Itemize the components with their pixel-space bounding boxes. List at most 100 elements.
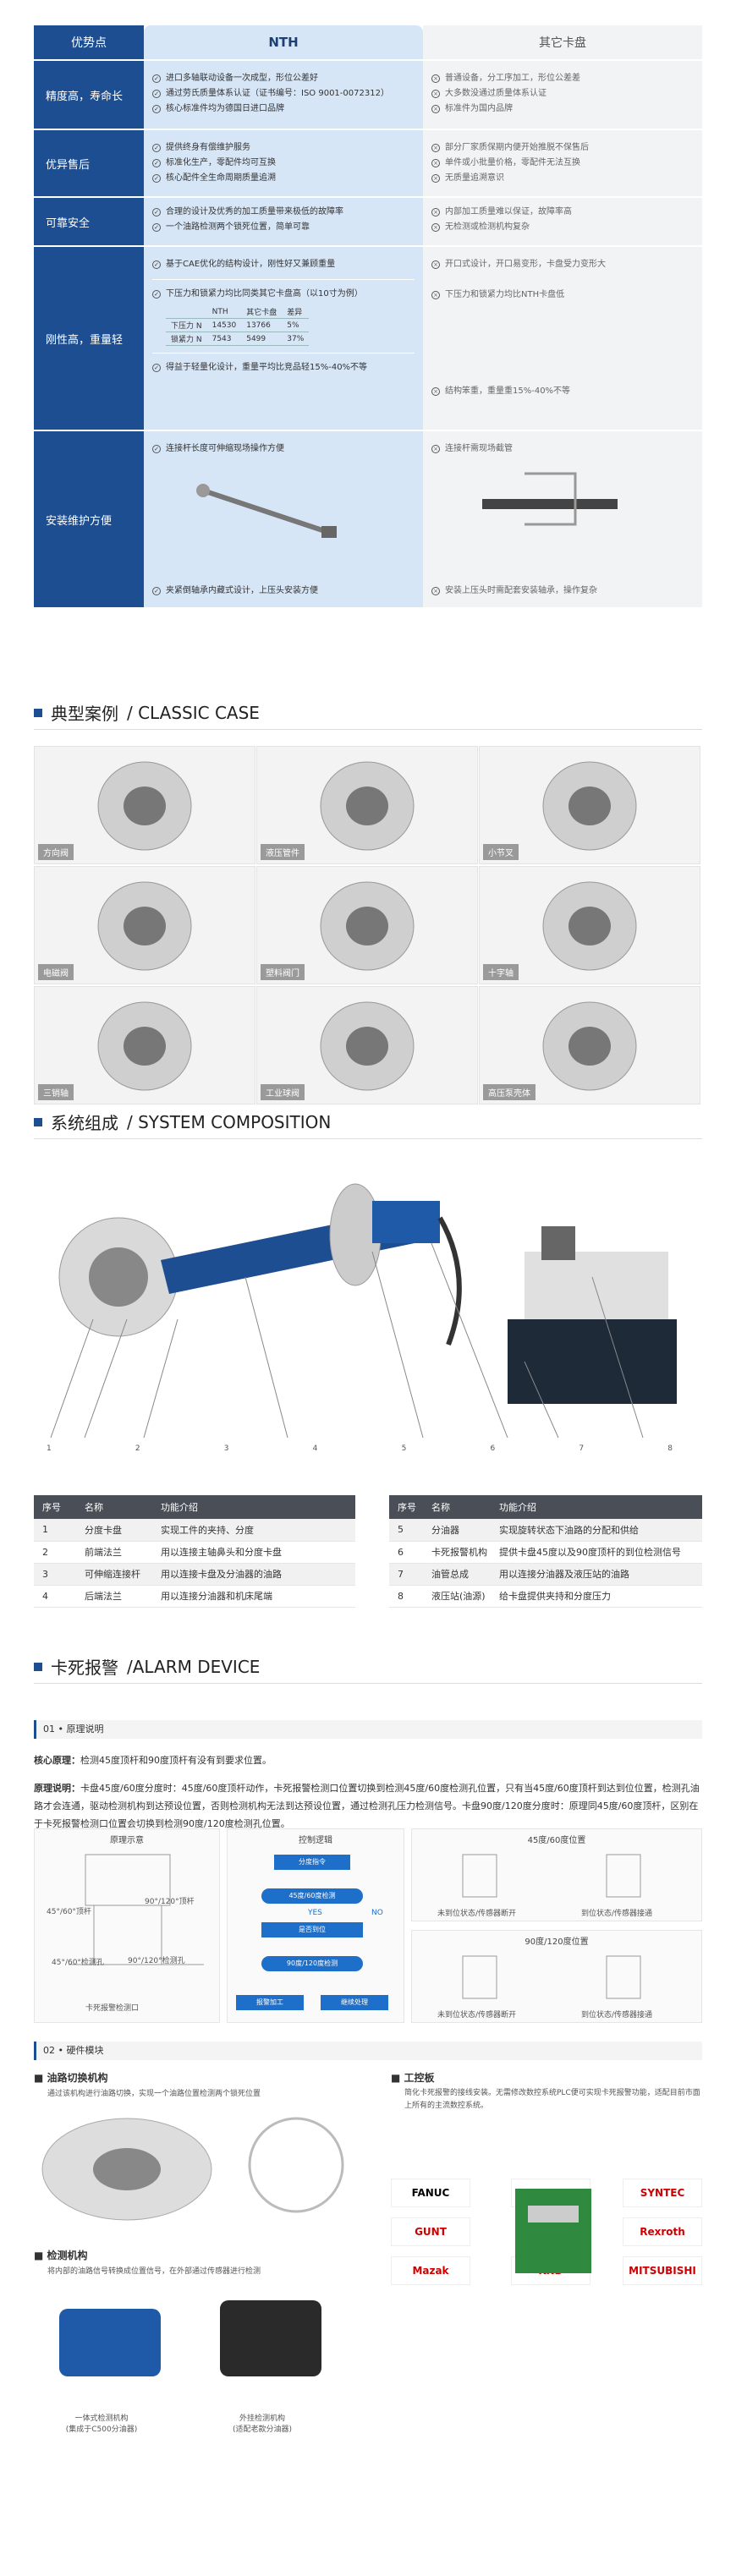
nth-point: 提供终身有偿维护服务 <box>166 143 250 152</box>
detect-images <box>59 2300 321 2376</box>
check-icon: ✓ <box>152 74 161 83</box>
control-logic-panel: 控制逻辑 分度指令 45度/60度检测 是否到位 90度/120度检测 报警加工… <box>227 1828 404 2023</box>
title-marker <box>34 1117 42 1126</box>
title-cn: 系统组成 <box>51 1113 118 1133</box>
nth-point: 基于CAE优化的结构设计，刚性好又兼顾重量 <box>166 260 336 269</box>
check-icon: ✓ <box>152 159 161 167</box>
title-marker <box>34 708 42 717</box>
cross-icon: × <box>431 144 440 152</box>
principle-subheading: 01 • 原理说明 <box>34 1720 702 1739</box>
cross-icon: × <box>431 587 440 595</box>
row-label: 优异售后 <box>34 130 144 196</box>
flow-step: 报警加工 <box>236 1995 304 2010</box>
case-item: 塑料阀门 <box>256 866 478 984</box>
other-point: 开口式设计，开口易变形，卡盘受力变形大 <box>445 260 606 269</box>
nth-point: 夹紧倒轴承内藏式设计，上压头安装方便 <box>166 586 318 595</box>
header-other: 其它卡盘 <box>423 25 702 59</box>
flow-step: 是否到位 <box>261 1922 363 1937</box>
cross-icon: × <box>431 387 440 396</box>
other-point: 内部加工质量难以保证，故障率高 <box>445 207 572 216</box>
title-en: /ALARM DEVICE <box>127 1656 261 1677</box>
title-cn: 卡死报警 <box>51 1658 118 1678</box>
chuck-image <box>320 1001 415 1091</box>
comparison-row: 可靠安全 ✓合理的设计及优秀的加工质量带来极低的故障率 ✓一个油路检测两个锁死位… <box>34 196 702 245</box>
flow-step: 90度/120度检测 <box>261 1956 363 1971</box>
other-point: 连接杆需现场截管 <box>445 444 513 453</box>
check-icon: ✓ <box>152 90 161 98</box>
check-icon: ✓ <box>152 587 161 595</box>
case-label: 方向阀 <box>38 844 74 860</box>
other-point: 无检测或检测机构复杂 <box>445 222 530 232</box>
cross-icon: × <box>431 105 440 113</box>
row-label: 精度高，寿命长 <box>34 61 144 129</box>
nth-point: 一个油路检测两个锁死位置，简单可靠 <box>166 222 310 232</box>
case-item: 小节叉 <box>479 746 700 864</box>
title-cn: 典型案例 <box>51 704 118 724</box>
row-label: 可靠安全 <box>34 198 144 245</box>
nth-point: 得益于轻量化设计，重量平均比竞品轻15%-40%不等 <box>166 363 368 372</box>
cross-icon: × <box>431 74 440 83</box>
check-icon: ✓ <box>152 105 161 113</box>
brand-logo: GUNT <box>391 2217 470 2246</box>
check-icon: ✓ <box>152 290 161 299</box>
other-point: 部分厂家质保期内便开始推脱不保售后 <box>445 143 589 152</box>
comparison-table: 优势点 NTH 其它卡盘 精度高，寿命长 ✓进口多轴联动设备一次成型，形位公差好… <box>34 25 702 607</box>
other-point: 普通设备，分工序加工，形位公差差 <box>445 74 580 83</box>
header-nth: NTH <box>144 25 423 59</box>
title-marker <box>34 1662 42 1671</box>
cross-icon: × <box>431 174 440 183</box>
oil-switch-title: ■ 油路切换机构 <box>34 2072 108 2084</box>
sensor-sketch-90 <box>462 1955 641 1999</box>
cross-icon: × <box>431 291 440 299</box>
angle-90-panel: 90度/120度位置 未到位状态/传感器断开 到位状态/传感器接通 <box>411 1930 702 2023</box>
chuck-image <box>97 761 192 851</box>
nth-point: 下压力和锁紧力均比同类其它卡盘高（以10寸为例） <box>166 289 363 299</box>
case-item: 三销轴 <box>34 986 255 1104</box>
case-label: 小节叉 <box>483 844 519 860</box>
oil-switch-text: 通过该机构进行油路切换，实现一个油路位置检测两个锁死位置 <box>47 2090 261 2098</box>
core-principle: 核心原理：检测45度顶杆和90度顶杆有没有到要求位置。 <box>34 1755 272 1766</box>
principle-sketch <box>69 1854 204 1965</box>
flow-step: 继续处理 <box>321 1995 388 2010</box>
other-point: 无质量追溯意识 <box>445 173 504 183</box>
case-item: 液压管件 <box>256 746 478 864</box>
other-point: 单件或小批量价格，零配件无法互换 <box>445 158 580 167</box>
alarm-device-title: 卡死报警 /ALARM DEVICE <box>34 1654 260 1679</box>
system-composition-title: 系统组成 / SYSTEM COMPOSITION <box>34 1110 331 1134</box>
nth-point: 进口多轴联动设备一次成型，形位公差好 <box>166 74 318 83</box>
nth-point: 通过劳氏质量体系认证（证书编号：ISO 9001-0072312） <box>166 89 389 98</box>
cross-icon: × <box>431 90 440 98</box>
case-label: 三销轴 <box>38 1084 74 1100</box>
case-item: 十字轴 <box>479 866 700 984</box>
hardware-subheading: 02 • 硬件模块 <box>34 2042 702 2060</box>
chuck-image <box>320 761 415 851</box>
case-label: 工业球阀 <box>261 1084 305 1100</box>
principle-description: 原理说明：卡盘45度/60度分度时：45度/60度顶杆动作，卡死报警检测口位置切… <box>34 1783 700 1829</box>
brand-logo: FANUC <box>391 2179 470 2207</box>
detect-title: ■ 检测机构 <box>34 2250 88 2261</box>
pipe-cutting-illustration <box>482 472 618 526</box>
check-icon: ✓ <box>152 223 161 232</box>
connecting-rod-illustration <box>196 484 337 538</box>
nth-point: 核心标准件均为德国日进口品牌 <box>166 104 284 113</box>
case-item: 工业球阀 <box>256 986 478 1104</box>
nth-point: 核心配件全生命周期质量追溯 <box>166 173 276 183</box>
sensor-sketch-45 <box>462 1854 641 1898</box>
detect-label: 一体式检测机构 (集成于C500分油器) <box>65 2414 138 2434</box>
flow-step: 45度/60度检测 <box>261 1888 363 1904</box>
angle-45-panel: 45度/60度位置 未到位状态/传感器断开 到位状态/传感器接通 <box>411 1828 702 1921</box>
check-icon: ✓ <box>152 208 161 216</box>
check-icon: ✓ <box>152 174 161 183</box>
brand-logo: Rexroth <box>623 2217 702 2246</box>
cross-icon: × <box>431 208 440 216</box>
check-icon: ✓ <box>152 144 161 152</box>
